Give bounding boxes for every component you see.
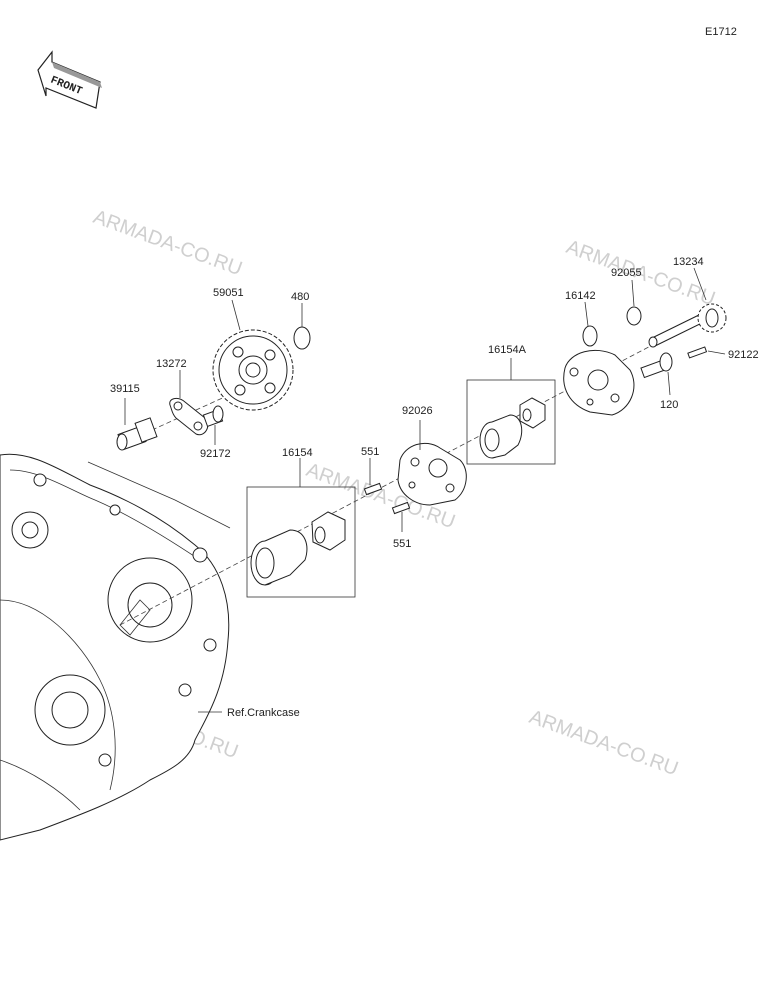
part-13272-drawing — [169, 397, 209, 436]
ref-crankcase-label: Ref.Crankcase — [227, 707, 300, 719]
watermark-1: ARMADA-CO.RU — [90, 206, 245, 280]
part-number-label: 551 — [361, 446, 379, 458]
part-92055-drawing — [626, 306, 642, 326]
part-number-label: 92026 — [402, 405, 433, 417]
part-16154A-drawing — [479, 397, 546, 459]
part-number-label: 59051 — [213, 287, 244, 299]
front-arrow-icon: FRONT — [37, 50, 102, 109]
part-16154-group-box — [246, 486, 356, 598]
part-number-label: 16142 — [565, 290, 596, 302]
part-number-label: 39115 — [110, 383, 140, 395]
part-number-label: 16154 — [282, 447, 313, 459]
leader-group-lower — [87, 461, 231, 529]
crankcase-drawing — [0, 453, 230, 841]
part-480-drawing — [293, 326, 311, 350]
part-number-label: 16154A — [488, 344, 527, 356]
part-number-label: 480 — [291, 291, 309, 303]
part-16142-drawing — [563, 325, 635, 416]
part-92172-drawing — [202, 405, 224, 428]
part-number-label: 13272 — [156, 358, 187, 370]
watermark-5: ARMADA-CO.RU — [526, 706, 681, 780]
part-number-label: 92055 — [611, 267, 642, 279]
part-number-label: 551 — [393, 538, 411, 550]
part-number-label: 92172 — [200, 448, 231, 460]
part-number-label: 13234 — [673, 256, 704, 268]
leader-lines — [124, 267, 726, 713]
part-number-label: 120 — [660, 399, 678, 411]
part-39115-drawing — [116, 417, 158, 451]
part-92122-drawing — [687, 346, 708, 359]
part-120-drawing — [640, 352, 673, 379]
diagram-code: E1712 — [705, 26, 737, 38]
part-551-pins-drawing — [363, 482, 411, 515]
part-16154-drawing — [250, 511, 346, 586]
part-number-label: 92122 — [728, 349, 759, 361]
part-59051-drawing — [212, 329, 294, 411]
part-92026-drawing — [397, 442, 467, 506]
part-13234-drawing — [648, 303, 727, 348]
